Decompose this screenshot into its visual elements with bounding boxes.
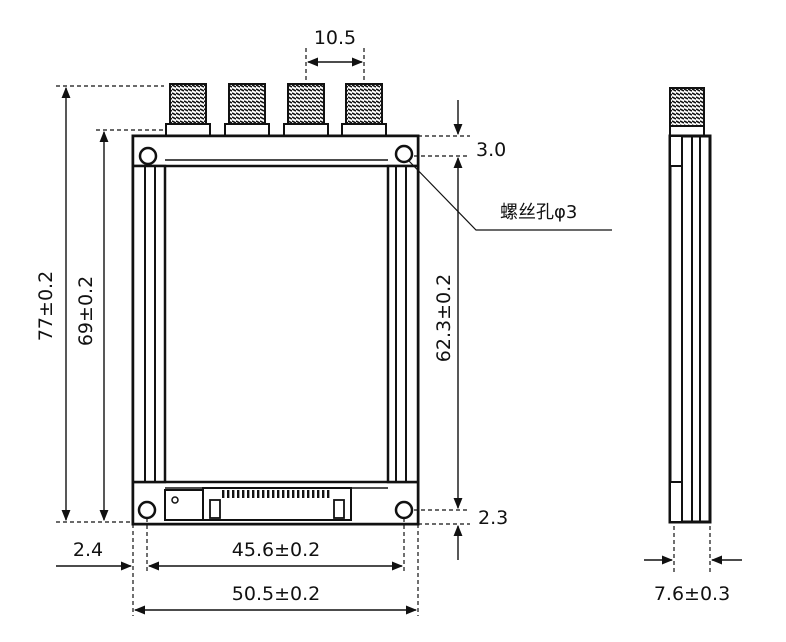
dim-hole-pitch-vertical: 62.3±0.2 (433, 274, 455, 362)
connector-pin (262, 490, 265, 498)
screw-hole-top-right (394, 144, 414, 164)
screw-hole-bottom-left (137, 500, 157, 520)
dim-top-offset: 3.0 (476, 139, 506, 161)
front-view (131, 83, 420, 526)
connector-pin (242, 490, 245, 498)
connector-pin (272, 490, 275, 498)
connector-pin (232, 490, 235, 498)
connector-pin (237, 490, 240, 498)
connector-pin (257, 490, 260, 498)
dim-left-offset: 2.4 (73, 539, 103, 561)
connector-pin (292, 490, 295, 498)
connector-pin (252, 490, 255, 498)
side-body (668, 134, 712, 524)
dim-total-height: 77±0.2 (35, 271, 57, 341)
connector-pin (317, 490, 320, 498)
connector-pin (277, 490, 280, 498)
connector-pin (227, 490, 230, 498)
connector-pin (327, 490, 330, 498)
dim-thickness: 7.6±0.3 (654, 583, 730, 605)
top-bar (131, 134, 420, 168)
connector-pin (267, 490, 270, 498)
connector-pin (222, 490, 225, 498)
dim-body-width: 50.5±0.2 (232, 583, 320, 605)
connector-pin (297, 490, 300, 498)
rf-connector-3 (283, 83, 329, 139)
screw-hole-bottom-right (394, 500, 414, 520)
connector-pin (312, 490, 315, 498)
connector-pin (287, 490, 290, 498)
left-rail (131, 164, 167, 484)
rf-connector-1 (165, 83, 211, 139)
connector-pin (247, 490, 250, 498)
connector-pin (282, 490, 285, 498)
side-view (668, 87, 712, 524)
connector-pin (307, 490, 310, 498)
connector-pin (302, 490, 305, 498)
right-rail (386, 164, 420, 484)
screw-hole-label: 螺丝孔φ3 (500, 202, 577, 223)
dim-hole-pitch-horizontal: 45.6±0.2 (232, 539, 320, 561)
dimension-lines (56, 48, 742, 616)
connector-pin (322, 490, 325, 498)
side-connector (669, 87, 705, 129)
module-body (131, 134, 420, 526)
rf-connector-2 (224, 83, 270, 139)
screw-hole-top-left (138, 146, 158, 166)
dim-connector-pitch: 10.5 (314, 27, 356, 49)
rf-connector-4 (341, 83, 387, 139)
pin-connector (164, 487, 352, 521)
dim-body-height: 69±0.2 (75, 276, 97, 346)
dim-bottom-offset: 2.3 (478, 507, 508, 529)
